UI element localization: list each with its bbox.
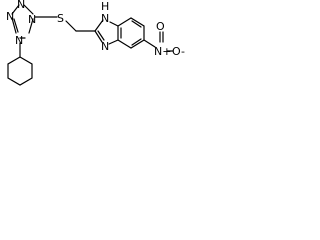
bond-tetrazole-4 <box>13 18 19 33</box>
bond-benzene-inner-3 <box>131 38 142 46</box>
bond-c2-n3-double <box>97 30 105 41</box>
atom-labels: N N N N S H N N N+ O O- <box>6 0 185 58</box>
atom-nitro-n: N+ <box>154 45 171 58</box>
atom-imidazole-n-upper: N <box>101 12 109 25</box>
atom-nitro-o-minus: O- <box>172 45 185 58</box>
atom-imidazole-n-lower: N <box>101 40 109 53</box>
bond-c2-n3 <box>94 30 103 43</box>
atom-nitro-o-top: O <box>156 20 165 33</box>
atom-tetrazole-n3: N <box>28 13 36 26</box>
bond-n1h-c7a <box>109 21 119 27</box>
bond-benzene-inner-2 <box>131 20 142 28</box>
atom-imidazole-nh-h: H <box>101 0 109 13</box>
bond-tetrazole-5 <box>28 18 34 34</box>
atom-tetrazole-n2: N <box>17 0 25 11</box>
atom-tetrazole-n1: N <box>6 10 14 23</box>
atom-tetrazole-n4: N <box>15 34 23 47</box>
bond-tetrazole-3 <box>11 17 17 34</box>
bond-s-ch2 <box>65 20 77 32</box>
bond-tetrazole-2 <box>23 4 34 15</box>
bond-cyclohexane <box>7 56 33 86</box>
bond-tetrazole-1 <box>11 4 20 15</box>
molecule-structure: N N N N S H N N N+ O O- <box>6 0 185 86</box>
bonds <box>7 4 174 86</box>
atom-thioether-s: S <box>57 12 64 25</box>
bond-benzene <box>117 17 145 49</box>
bond-c-nitro <box>143 39 156 48</box>
bond-n3-c3a <box>108 39 119 45</box>
bond-c2-n1h <box>94 19 104 32</box>
